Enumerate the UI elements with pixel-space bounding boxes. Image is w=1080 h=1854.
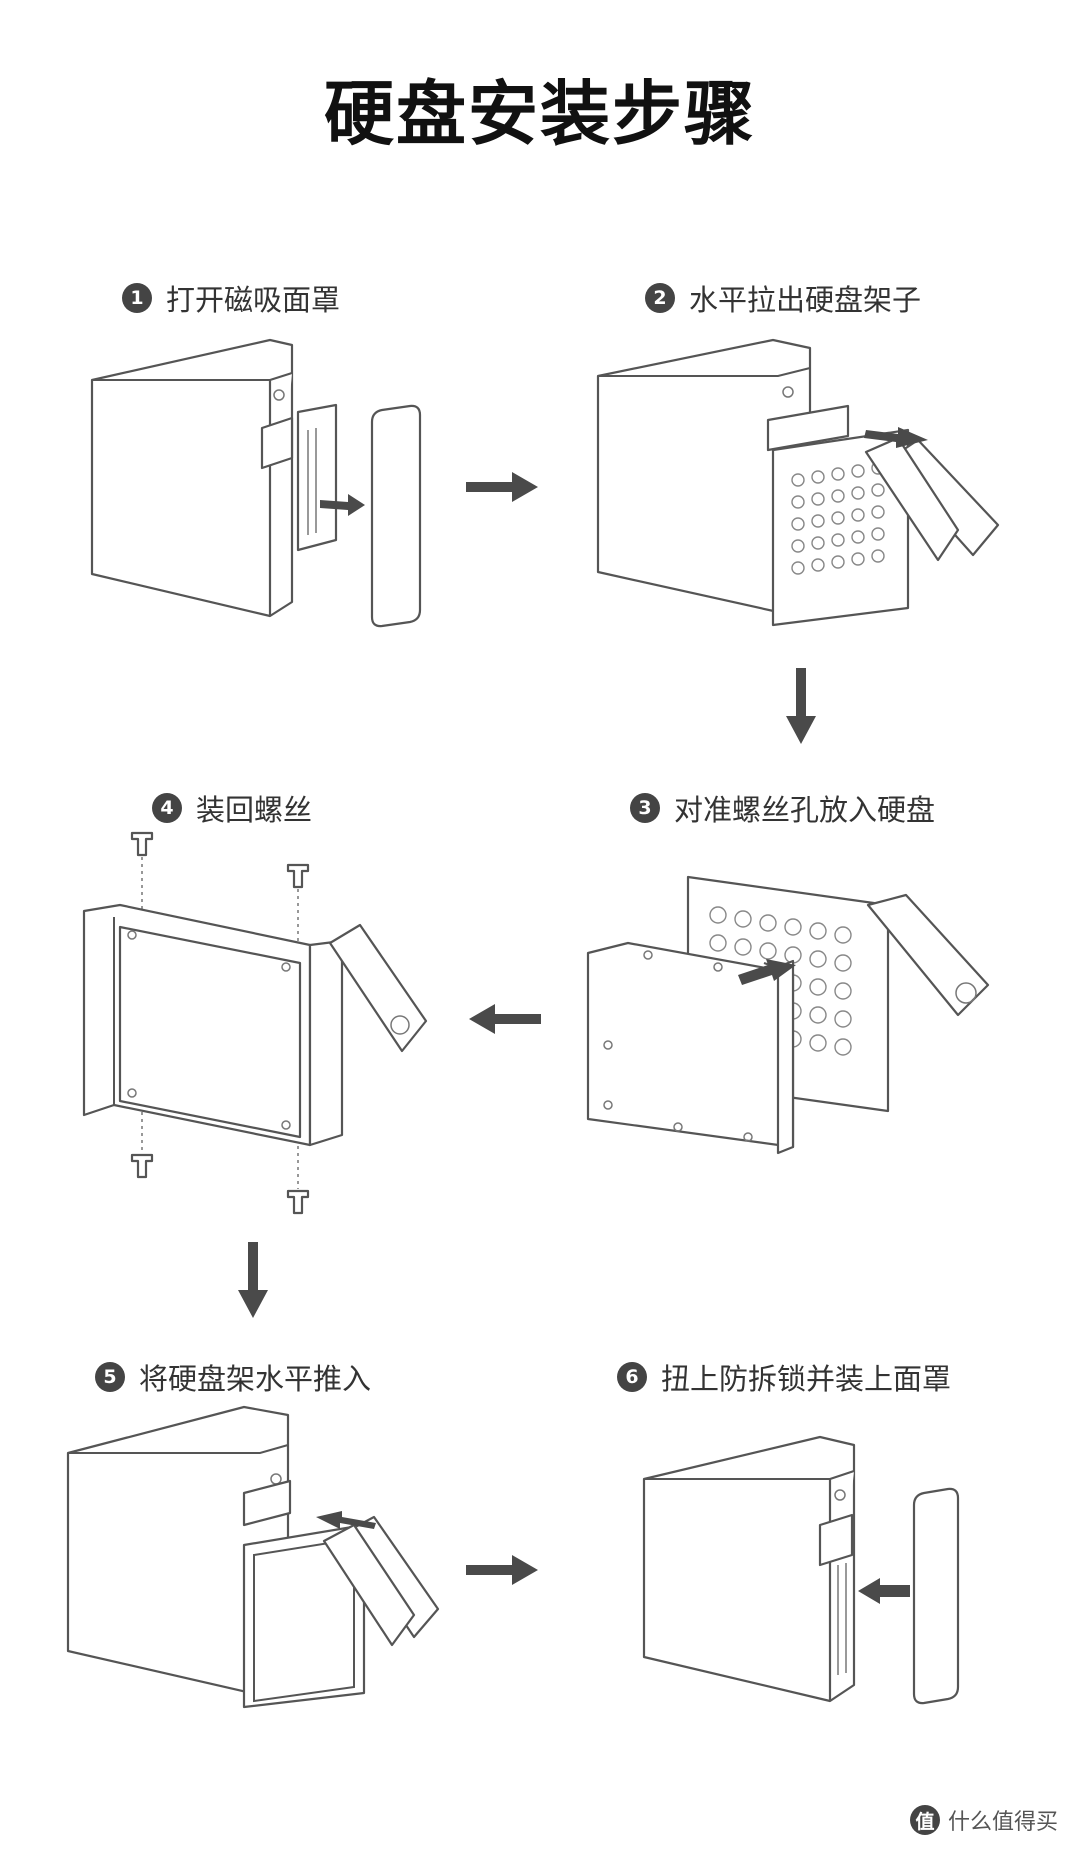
step-2-text: 水平拉出硬盘架子 [689,283,922,317]
step-5-text: 将硬盘架水平推入 [139,1362,372,1396]
down-arrow-icon [786,668,816,744]
step-3-number: 3 [630,793,660,823]
down-arrow-icon-2 [238,1242,268,1318]
left-arrow-icon [469,1004,541,1034]
screw-icon [130,831,310,1215]
step-5-illustration [66,1405,440,1709]
step-1-text: 打开磁吸面罩 [166,283,341,317]
step-2-arrow-icon [864,427,928,448]
step-5-arrow-icon [316,1511,376,1529]
watermark: 值 什么值得买 [909,1804,1058,1836]
step-4-label: 4 装回螺丝 [152,787,312,829]
watermark-logo-icon: 值 [909,1805,940,1835]
step-6-label: 6 扭上防拆锁并装上面罩 [617,1356,951,1398]
step-3-text: 对准螺丝孔放入硬盘 [674,793,936,827]
step-6-number: 6 [617,1362,647,1392]
step-1-illustration [90,338,422,628]
step-4-number: 4 [152,793,182,823]
step-6-arrow-icon [858,1578,910,1604]
right-arrow-icon-2 [466,1555,538,1585]
step-6-text: 扭上防拆锁并装上面罩 [661,1362,952,1396]
watermark-text: 什么值得买 [947,1810,1058,1835]
step-3-arrow-icon [738,959,796,985]
step-3-label: 3 对准螺丝孔放入硬盘 [630,787,935,829]
step-1-label: 1 打开磁吸面罩 [122,277,340,319]
step-4-text: 装回螺丝 [196,793,313,827]
step-2-label: 2 水平拉出硬盘架子 [645,277,921,319]
right-arrow-icon [466,472,538,502]
step-2-number: 2 [645,283,675,313]
step-1-arrow-icon [320,494,365,516]
page-title: 硬盘安装步骤 [324,73,756,155]
step-5-label: 5 将硬盘架水平推入 [95,1356,371,1398]
step-3-illustration [586,875,990,1155]
step-2-illustration [596,338,1000,627]
step-4-illustration [82,831,428,1215]
step-6-illustration [642,1435,960,1705]
step-5-number: 5 [95,1362,125,1392]
step-1-number: 1 [122,283,152,313]
